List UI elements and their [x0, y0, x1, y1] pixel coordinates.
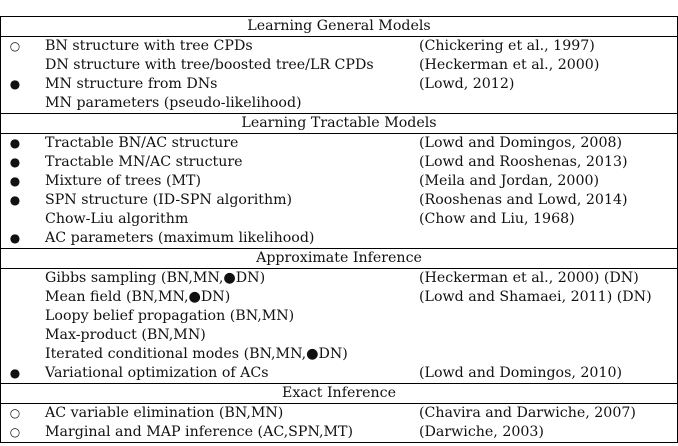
table-row: DN structure with tree/boosted tree/LR C…: [1, 56, 677, 75]
method-cell: AC variable elimination (BN,MN): [45, 405, 284, 421]
section-learning-tractable-models: Learning Tractable Models ● Tractable BN…: [1, 114, 677, 249]
filled-circle-icon: ●: [9, 77, 21, 91]
table-row: ● Mixture of trees (MT) (Meila and Jorda…: [1, 172, 677, 191]
method-cell: Gibbs sampling (BN,MN,●DN): [45, 270, 266, 286]
method-cell: Mean field (BN,MN,●DN): [45, 289, 231, 305]
citation-cell: (Rooshenas and Lowd, 2014): [419, 192, 628, 208]
section-header: Approximate Inference: [1, 249, 677, 269]
citation-cell: (Darwiche, 2003): [419, 424, 544, 440]
filled-circle-icon: ●: [9, 193, 21, 207]
citation-cell: (Chavira and Darwiche, 2007): [419, 405, 636, 421]
citation-cell: (Lowd and Shamaei, 2011) (DN): [419, 289, 652, 305]
table-row: ● Tractable MN/AC structure (Lowd and Ro…: [1, 153, 677, 172]
section-approximate-inference: Approximate Inference Gibbs sampling (BN…: [1, 249, 677, 384]
table-row: Mean field (BN,MN,●DN) (Lowd and Shamaei…: [1, 288, 677, 307]
methods-table: Learning General Models ○ BN structure w…: [0, 16, 678, 443]
table-row: ○ AC variable elimination (BN,MN) (Chavi…: [1, 404, 677, 423]
table-row: Max-product (BN,MN): [1, 326, 677, 345]
method-cell: Max-product (BN,MN): [45, 327, 206, 343]
method-cell: AC parameters (maximum likelihood): [45, 230, 315, 246]
table-row: Loopy belief propagation (BN,MN): [1, 307, 677, 326]
table-row: ● Variational optimization of ACs (Lowd …: [1, 364, 677, 383]
method-cell: SPN structure (ID-SPN algorithm): [45, 192, 293, 208]
table-row: MN parameters (pseudo-likelihood): [1, 94, 677, 113]
section-header: Learning General Models: [1, 17, 677, 37]
filled-circle-icon: ●: [9, 366, 21, 380]
section-learning-general-models: Learning General Models ○ BN structure w…: [1, 17, 677, 114]
method-cell: Tractable MN/AC structure: [45, 154, 243, 170]
citation-cell: (Chickering et al., 1997): [419, 38, 595, 54]
section-header: Learning Tractable Models: [1, 114, 677, 134]
table-row: ○ BN structure with tree CPDs (Chickerin…: [1, 37, 677, 56]
filled-circle-icon: ●: [9, 155, 21, 169]
method-cell: Variational optimization of ACs: [45, 365, 269, 381]
method-cell: Iterated conditional modes (BN,MN,●DN): [45, 346, 348, 362]
method-cell: Marginal and MAP inference (AC,SPN,MT): [45, 424, 353, 440]
open-circle-icon: ○: [9, 406, 21, 420]
citation-cell: (Chow and Liu, 1968): [419, 211, 575, 227]
section-exact-inference: Exact Inference ○ AC variable eliminatio…: [1, 384, 677, 442]
table-row: ● Tractable BN/AC structure (Lowd and Do…: [1, 134, 677, 153]
method-cell: Loopy belief propagation (BN,MN): [45, 308, 295, 324]
section-header: Exact Inference: [1, 384, 677, 404]
filled-circle-icon: ●: [9, 231, 21, 245]
table-row: Chow-Liu algorithm (Chow and Liu, 1968): [1, 210, 677, 229]
citation-cell: (Heckerman et al., 2000): [419, 57, 600, 73]
filled-circle-icon: ●: [9, 136, 21, 150]
method-cell: Mixture of trees (MT): [45, 173, 202, 189]
citation-cell: (Lowd and Domingos, 2008): [419, 135, 623, 151]
open-circle-icon: ○: [9, 39, 21, 53]
method-cell: BN structure with tree CPDs: [45, 38, 253, 54]
citation-cell: (Meila and Jordan, 2000): [419, 173, 600, 189]
open-circle-icon: ○: [9, 425, 21, 439]
method-cell: Chow-Liu algorithm: [45, 211, 189, 227]
method-cell: DN structure with tree/boosted tree/LR C…: [45, 57, 374, 73]
citation-cell: (Lowd, 2012): [419, 76, 515, 92]
table-row: Gibbs sampling (BN,MN,●DN) (Heckerman et…: [1, 269, 677, 288]
citation-cell: (Lowd and Rooshenas, 2013): [419, 154, 628, 170]
table-row: ○ Marginal and MAP inference (AC,SPN,MT)…: [1, 423, 677, 442]
table-row: ● AC parameters (maximum likelihood): [1, 229, 677, 248]
method-cell: MN parameters (pseudo-likelihood): [45, 95, 302, 111]
method-cell: MN structure from DNs: [45, 76, 218, 92]
table-row: ● SPN structure (ID-SPN algorithm) (Roos…: [1, 191, 677, 210]
citation-cell: (Heckerman et al., 2000) (DN): [419, 270, 639, 286]
table-row: ● MN structure from DNs (Lowd, 2012): [1, 75, 677, 94]
method-cell: Tractable BN/AC structure: [45, 135, 239, 151]
table-row: Iterated conditional modes (BN,MN,●DN): [1, 345, 677, 364]
filled-circle-icon: ●: [9, 174, 21, 188]
citation-cell: (Lowd and Domingos, 2010): [419, 365, 623, 381]
